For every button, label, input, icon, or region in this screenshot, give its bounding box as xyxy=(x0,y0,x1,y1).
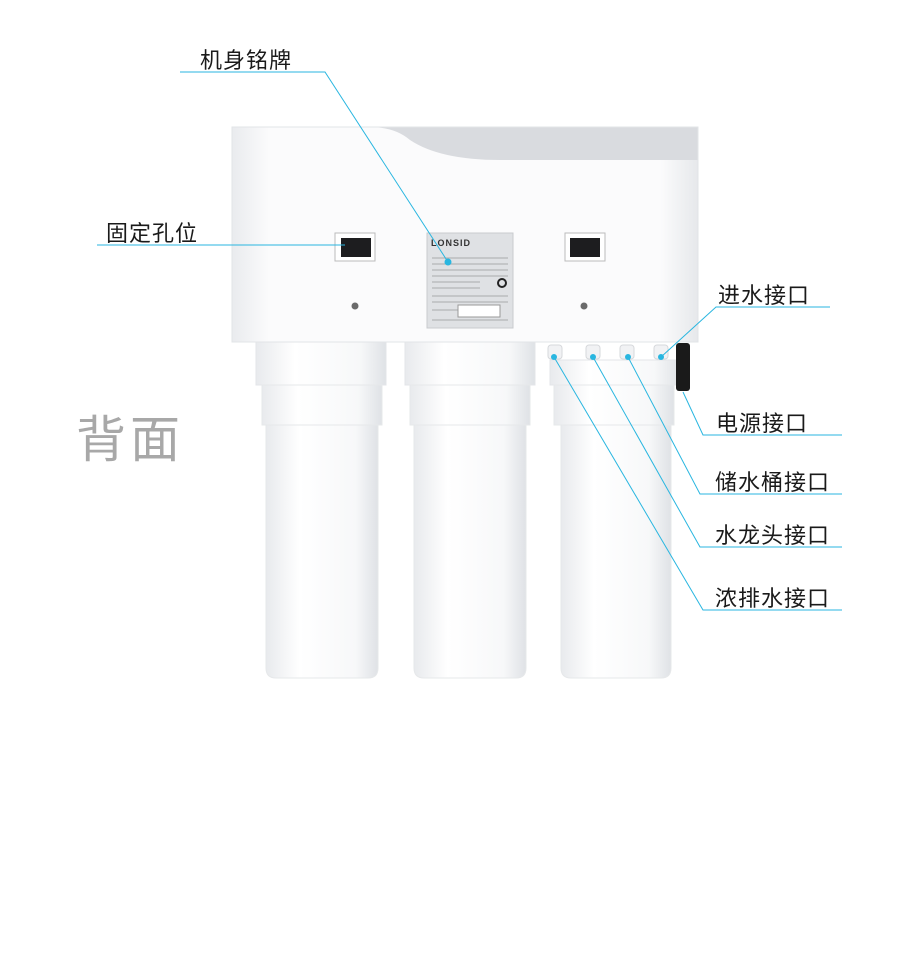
callout-lines xyxy=(97,71,842,611)
main-housing xyxy=(231,126,699,343)
callout-water-inlet: 进水接口 xyxy=(718,284,811,309)
filter-canister-1 xyxy=(255,339,387,679)
power-connector xyxy=(676,343,690,391)
callout-power-port: 电源接口 xyxy=(716,412,809,437)
callout-faucet-port: 水龙头接口 xyxy=(715,524,831,549)
brand-logo: LONSID xyxy=(431,238,472,248)
fittings xyxy=(547,344,669,360)
callout-dots xyxy=(444,258,664,360)
callout-drain-port: 浓排水接口 xyxy=(715,587,831,612)
filter-canister-3 xyxy=(549,359,681,679)
callout-nameplate: 机身铭牌 xyxy=(200,49,293,74)
filter-canisters xyxy=(255,339,681,679)
nameplate xyxy=(426,232,514,329)
callout-mounting-holes: 固定孔位 xyxy=(106,222,199,247)
view-side-label: 背面 xyxy=(76,411,184,469)
filter-canister-2 xyxy=(404,339,536,679)
callout-tank-port: 储水桶接口 xyxy=(715,471,831,496)
